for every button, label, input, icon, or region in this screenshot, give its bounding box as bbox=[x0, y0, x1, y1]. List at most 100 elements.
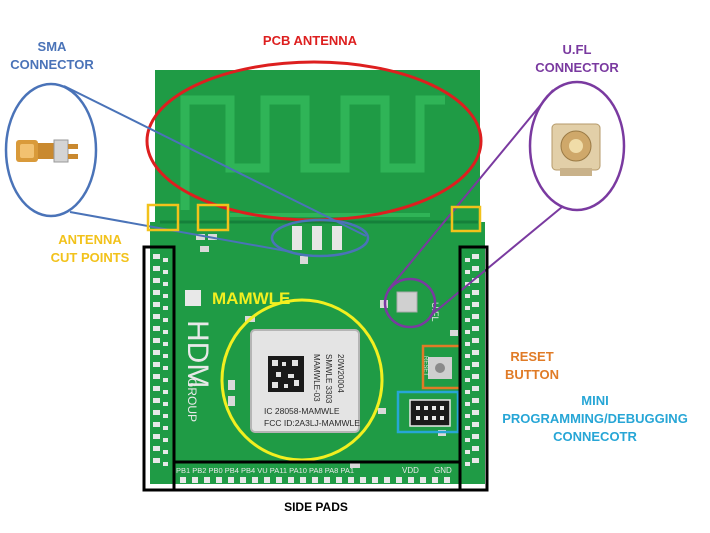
sma-label-line2: CONNECTOR bbox=[10, 57, 94, 72]
side-pad bbox=[472, 386, 479, 391]
sma-connector-label: SMA CONNECTOR bbox=[0, 38, 104, 74]
side-pad bbox=[324, 477, 330, 483]
side-pad bbox=[163, 354, 168, 358]
side-pad bbox=[465, 294, 470, 298]
side-pad bbox=[472, 458, 479, 463]
ufl-connector-highlight bbox=[528, 80, 626, 212]
side-pad bbox=[153, 422, 160, 427]
ufl-label-line2: CONNECTOR bbox=[535, 60, 619, 75]
side-pad bbox=[153, 350, 160, 355]
mini-label-line3: CONNECOTR bbox=[553, 429, 637, 444]
bottom-pad-labels: PB1 PB2 PB0 PB4 PB4 VU PA11 PA10 PA8 PA8… bbox=[176, 466, 354, 475]
side-pad bbox=[153, 410, 160, 415]
side-pad bbox=[153, 254, 160, 259]
module-text-line2: SMWLE 3303 bbox=[324, 354, 333, 404]
side-pad bbox=[153, 362, 160, 367]
side-pad bbox=[153, 374, 160, 379]
side-pad bbox=[153, 458, 160, 463]
side-pad bbox=[192, 477, 198, 483]
mini-debug-connector-label: MINI PROGRAMMING/DEBUGGING CONNECOTR bbox=[490, 392, 700, 446]
ufl-label-line1: U.FL bbox=[562, 42, 592, 57]
side-pad bbox=[163, 342, 168, 346]
antenna-cut-point-2 bbox=[196, 203, 230, 232]
left-side-pad-column bbox=[153, 254, 168, 466]
reset-button-label: RESET BUTTON bbox=[494, 348, 570, 384]
side-pad bbox=[472, 374, 479, 379]
side-pad bbox=[204, 477, 210, 483]
side-pad bbox=[240, 477, 246, 483]
side-pads-bottom-box bbox=[172, 460, 462, 492]
side-pad bbox=[465, 354, 470, 358]
side-pad bbox=[472, 266, 479, 271]
module-shield bbox=[250, 329, 360, 433]
side-pad bbox=[384, 477, 390, 483]
side-pad bbox=[153, 434, 160, 439]
side-pad bbox=[465, 270, 470, 274]
ufl-connector-label: U.FL CONNECTOR bbox=[526, 41, 628, 77]
side-pad bbox=[163, 318, 168, 322]
sma-label-line1: SMA bbox=[37, 39, 67, 54]
side-pad bbox=[472, 338, 479, 343]
side-pad bbox=[153, 398, 160, 403]
side-pad bbox=[216, 477, 222, 483]
side-pad bbox=[163, 438, 168, 442]
ufl-footprint bbox=[396, 291, 418, 313]
side-pad bbox=[163, 390, 168, 394]
side-pad bbox=[432, 477, 438, 483]
side-pad bbox=[300, 477, 306, 483]
side-pad bbox=[465, 402, 470, 406]
side-pad bbox=[228, 477, 234, 483]
debug-connector-highlight bbox=[396, 390, 460, 434]
hdm-logo: HDM GROUP bbox=[181, 290, 214, 422]
side-pad bbox=[465, 318, 470, 322]
ufl-connector-image bbox=[551, 123, 601, 176]
side-pad bbox=[153, 326, 160, 331]
side-pad bbox=[163, 414, 168, 418]
side-pad bbox=[472, 434, 479, 439]
side-pad bbox=[472, 302, 479, 307]
side-pad bbox=[472, 254, 479, 259]
reset-label-line2: BUTTON bbox=[505, 367, 559, 382]
sma-connector-image bbox=[16, 139, 78, 163]
sma-connector-highlight bbox=[4, 82, 98, 218]
reset-button-cap bbox=[435, 363, 445, 373]
side-pad bbox=[465, 414, 470, 418]
side-pad bbox=[153, 290, 160, 295]
qr-pattern bbox=[272, 360, 299, 388]
side-pad bbox=[163, 294, 168, 298]
side-pad bbox=[153, 266, 160, 271]
antenna-cut-points-label: ANTENNA CUT POINTS bbox=[40, 231, 140, 267]
side-pad bbox=[163, 258, 168, 262]
side-pads-left-box bbox=[142, 245, 176, 492]
side-pad bbox=[153, 386, 160, 391]
side-pad bbox=[472, 350, 479, 355]
side-pad bbox=[465, 462, 470, 466]
side-pad bbox=[163, 282, 168, 286]
side-pad bbox=[153, 314, 160, 319]
pcb-antenna-label: PCB ANTENNA bbox=[262, 33, 358, 48]
side-pad bbox=[163, 306, 168, 310]
hdm-logo-mark bbox=[185, 290, 201, 306]
side-pad bbox=[472, 314, 479, 319]
side-pad bbox=[163, 462, 168, 466]
side-pad bbox=[472, 446, 479, 451]
antenna-cut-line2: CUT POINTS bbox=[50, 250, 130, 265]
module-ic-line: IC 28058-MAMWLE bbox=[264, 406, 340, 416]
side-pad bbox=[465, 306, 470, 310]
bottom-side-pad-row bbox=[180, 477, 450, 483]
side-pad bbox=[276, 477, 282, 483]
ufl-leader-line-bottom bbox=[429, 206, 563, 317]
side-pads-right-box bbox=[458, 245, 489, 492]
antenna-cut-point-3 bbox=[450, 205, 482, 233]
side-pad bbox=[465, 342, 470, 346]
side-pad bbox=[472, 326, 479, 331]
side-pad bbox=[420, 477, 426, 483]
side-pad bbox=[465, 330, 470, 334]
ufl-leader-line-top bbox=[387, 89, 554, 291]
side-pad bbox=[465, 426, 470, 430]
side-pad bbox=[465, 450, 470, 454]
side-pad bbox=[153, 446, 160, 451]
sma-footprint-pads bbox=[292, 226, 342, 250]
side-pad bbox=[264, 477, 270, 483]
